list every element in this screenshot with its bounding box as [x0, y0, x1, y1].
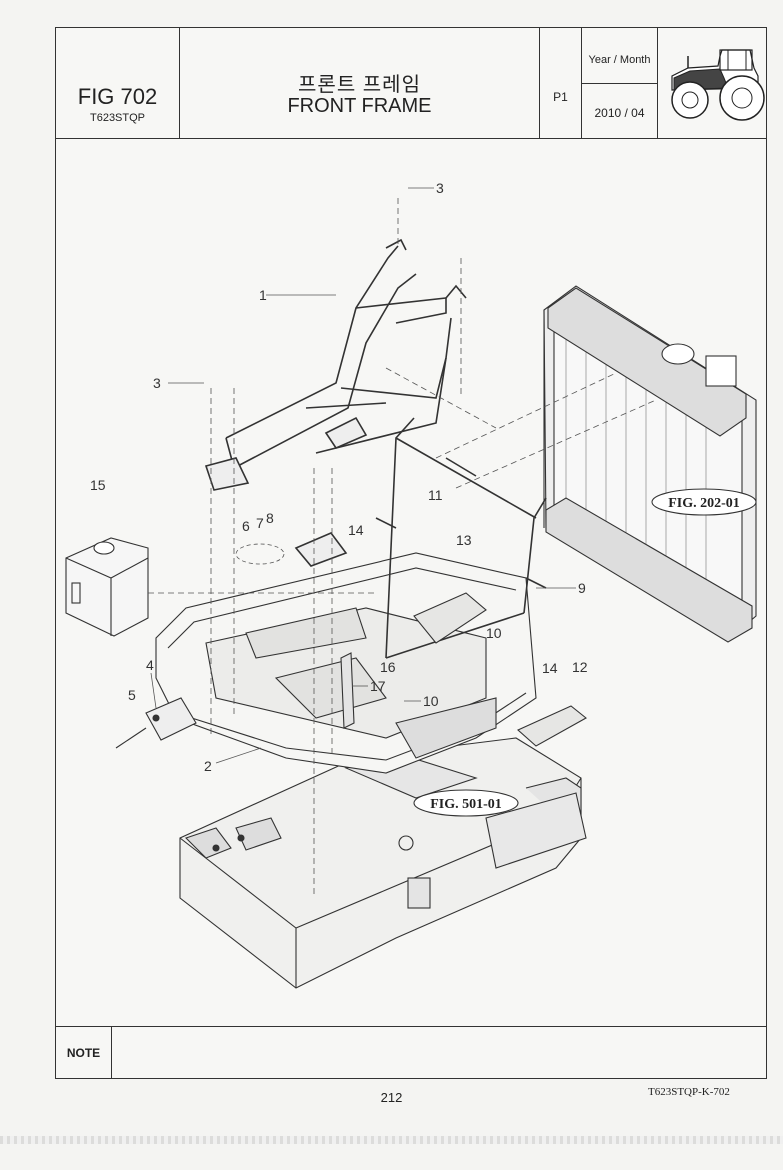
note-row: NOTE — [56, 1026, 766, 1079]
plate-part-13 — [413, 592, 487, 644]
model-code: T623STQP — [89, 112, 146, 124]
part-label-5: 5 — [128, 687, 136, 703]
part-label-10-right: 10 — [486, 625, 502, 641]
bracket-part-17 — [340, 652, 355, 729]
part-label-8: 8 — [266, 510, 274, 526]
page-cell: P1 — [540, 28, 582, 138]
date-value: 2010 / 04 — [594, 106, 645, 120]
parts-sheet: FIG 702 T623STQP 프론트 프레임 FRONT FRAME P1 … — [55, 27, 767, 1098]
chassis-assembly — [179, 737, 587, 989]
date-cell: Year / Month 2010 / 04 — [582, 28, 658, 138]
header: FIG 702 T623STQP 프론트 프레임 FRONT FRAME P1 … — [56, 28, 766, 139]
fig-number: FIG 702 — [77, 84, 158, 109]
figure-ref-202-01-label: FIG. 202-01 — [668, 496, 740, 511]
scan-artifact-strip — [0, 1136, 783, 1144]
part-label-3-left: 3 — [153, 375, 161, 391]
figure-ref-202-01: FIG. 202-01 — [651, 488, 757, 516]
page-label: P1 — [553, 90, 568, 104]
title-english: FRONT FRAME — [287, 95, 432, 117]
reservoir-tank-15 — [65, 537, 149, 637]
part-label-12: 12 — [572, 659, 588, 675]
part-label-3-top: 3 — [436, 180, 444, 196]
drawing-code: T623STQP-K-702 — [648, 1086, 730, 1098]
part-label-1: 1 — [259, 287, 267, 303]
part-label-16: 16 — [380, 659, 396, 675]
note-label: NOTE — [56, 1027, 112, 1079]
figure-ref-501-01: FIG. 501-01 — [413, 789, 519, 817]
tractor-icon — [658, 28, 768, 138]
upper-frame — [204, 238, 467, 567]
exploded-parts-drawing: 1 2 3 3 4 5 6 7 8 9 10 10 11 — [56, 138, 766, 1098]
part-label-9: 9 — [578, 580, 586, 596]
part-label-14-top: 14 — [348, 522, 364, 538]
part-label-11: 11 — [428, 487, 443, 503]
part-label-6: 6 — [242, 518, 250, 534]
title-cell: 프론트 프레임 FRONT FRAME — [180, 28, 540, 138]
part-label-2: 2 — [204, 758, 212, 774]
title-korean: 프론트 프레임 — [298, 74, 421, 96]
part-label-14-right: 14 — [542, 660, 558, 676]
part-label-4: 4 — [146, 657, 154, 673]
latch-part-4 — [115, 697, 197, 749]
figure-ref-501-01-label: FIG. 501-01 — [430, 797, 502, 812]
radiator-assembly — [543, 285, 757, 643]
part-label-10-center: 10 — [423, 693, 439, 709]
fig-cell: FIG 702 T623STQP — [56, 28, 180, 138]
page-number: 212 — [380, 1090, 403, 1105]
part-label-7: 7 — [256, 515, 264, 531]
part-label-13: 13 — [456, 532, 472, 548]
part-labels: 1 2 3 3 4 5 6 7 8 9 10 10 11 — [90, 180, 588, 774]
plate-part-12 — [517, 705, 587, 747]
bracket-frame-9 — [375, 417, 547, 659]
part-label-15: 15 — [90, 477, 106, 493]
date-label: Year / Month — [588, 54, 651, 66]
part-label-17: 17 — [370, 678, 386, 694]
front-frame-diagram: 1 2 3 3 4 5 6 7 8 9 10 10 11 — [65, 180, 757, 989]
